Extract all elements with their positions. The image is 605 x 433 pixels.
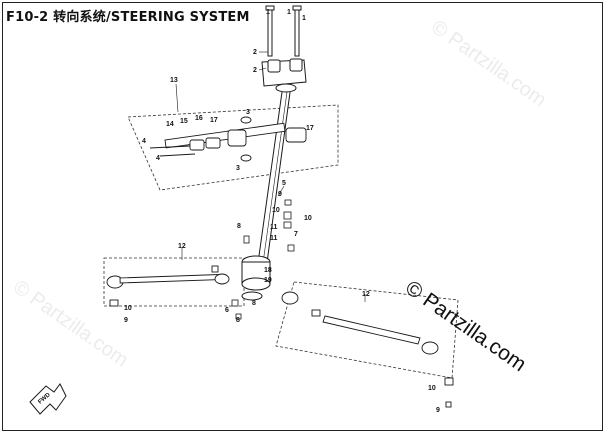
right-tie-rod (281, 291, 454, 408)
group-outlines (103, 104, 459, 379)
callout-3-a: 3 (246, 109, 250, 116)
clamp-bar (164, 122, 286, 149)
callout-17-a: 17 (210, 117, 218, 124)
column-fasteners (231, 199, 295, 320)
watermark-left: © Partzilla.com (9, 276, 132, 371)
callout-5: 5 (282, 180, 286, 187)
leader-lines (175, 51, 366, 302)
callout-2-a: 2 (253, 49, 257, 56)
right-nut-upper (311, 309, 321, 317)
nut-10-b (283, 221, 292, 229)
fwd-arrow-badge: FWD (29, 383, 67, 415)
callout-15: 15 (180, 118, 188, 125)
callout-12-a: 12 (178, 243, 186, 250)
callout-7: 7 (294, 231, 298, 238)
bolt-head-left (265, 5, 275, 11)
left-tie-rod-group-box (103, 257, 245, 307)
callout-10-b: 10 (304, 215, 312, 222)
callout-8-b: 8 (236, 317, 240, 324)
clamp-piece-15 (189, 139, 205, 151)
callout-17-b: 17 (306, 125, 314, 132)
callout-1-a: 1 (266, 9, 270, 16)
callout-14: 14 (166, 121, 174, 128)
partzilla-watermark: © Partzilla.com (401, 276, 530, 376)
handlebar-clamp-assembly (149, 116, 307, 162)
callout-8-a: 8 (237, 223, 241, 230)
callout-1-b: 1 (287, 9, 291, 16)
page-title: F10-2 转向系统/STEERING SYSTEM (6, 10, 250, 25)
callout-10-d: 10 (428, 385, 436, 392)
steering-shaft (256, 84, 292, 271)
callout-9-c: 9 (436, 407, 440, 414)
callout-16: 16 (195, 115, 203, 122)
callout-19: 19 (264, 277, 272, 284)
handlebar-clamp-group-box (127, 104, 339, 191)
bolt-8-lower (235, 313, 242, 320)
callout-10-a: 10 (272, 207, 280, 214)
steering-column (241, 5, 307, 301)
bolt-8-upper (243, 235, 250, 244)
watermark-top-right: © Partzilla.com (427, 16, 550, 111)
callout-1-c: 1 (302, 15, 306, 22)
upper-clamp-left (267, 59, 281, 73)
bolt-11 (287, 244, 295, 252)
fwd-arrow-icon (29, 383, 67, 415)
right-nut-10 (444, 377, 454, 386)
bolt-4-left (149, 145, 191, 149)
callout-3-b: 3 (236, 165, 240, 172)
callout-9-a: 9 (278, 191, 282, 198)
left-tie-rod-shaft (119, 274, 221, 284)
callout-18: 18 (264, 267, 272, 274)
steering-arm-base (241, 291, 263, 301)
pin-9-a (284, 199, 292, 206)
washer-3-lower (240, 154, 252, 162)
callout-6: 6 (225, 307, 229, 314)
left-tie-rod (106, 265, 230, 307)
callout-13: 13 (170, 77, 178, 84)
upper-clamp-right (289, 58, 303, 72)
callout-11-b: 11 (270, 235, 278, 242)
callout-2-b: 2 (253, 67, 257, 74)
right-pin-9 (445, 401, 452, 408)
clamp-center-left (227, 129, 247, 147)
callout-4-b: 4 (156, 155, 160, 162)
clamp-right (285, 127, 307, 143)
callout-8-c: 8 (252, 300, 256, 307)
right-tie-rod-end-outer (421, 341, 439, 355)
left-nut-9 (211, 265, 219, 273)
washer-3-upper (240, 116, 252, 124)
shaft-highlight (261, 84, 289, 271)
bolt-head-right (292, 5, 302, 11)
callout-9-b: 9 (124, 317, 128, 324)
right-tie-rod-shaft (322, 315, 421, 345)
bolt-4-lower (159, 153, 196, 157)
column-top-flange (275, 83, 297, 93)
callout-numbers: 1 1 1 2 2 13 3 3 14 15 16 17 17 4 4 5 8 … (124, 9, 440, 414)
bearing-housing-bottom (241, 277, 271, 291)
nut-10-a (283, 211, 292, 220)
left-tie-rod-end-inner (214, 273, 230, 285)
right-tie-rod-end-inner (281, 291, 299, 305)
clamp-piece-16 (205, 137, 221, 149)
bolt-top-right (294, 7, 300, 57)
left-nut-10 (109, 299, 119, 307)
callout-10-c: 10 (124, 305, 132, 312)
bolt-6 (231, 299, 239, 307)
callout-12-b: 12 (362, 291, 370, 298)
callout-11-a: 11 (270, 224, 278, 231)
callout-4-a: 4 (142, 138, 146, 145)
